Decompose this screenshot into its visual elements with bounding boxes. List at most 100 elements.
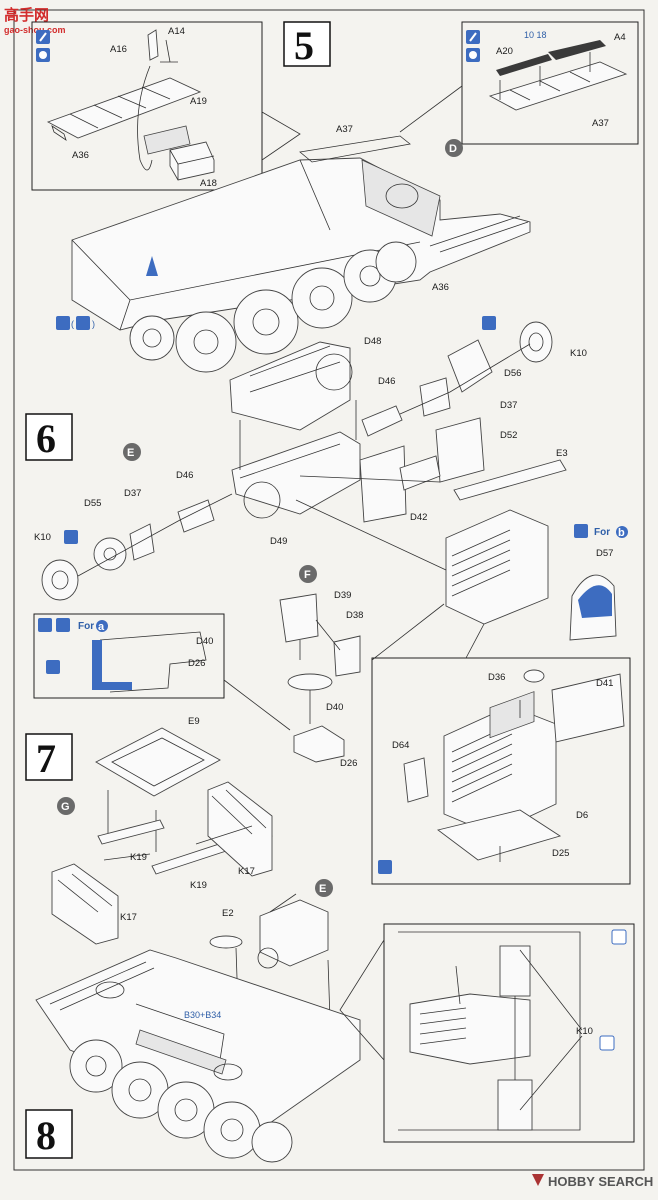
part-e2	[209, 935, 243, 949]
step-5: 5 A16 A14 A36 A19 A18	[31, 21, 639, 373]
step-7-number-box	[25, 733, 73, 781]
label-d37-left: D37	[124, 488, 141, 499]
label-d39: D39	[334, 590, 351, 601]
cement-icon	[599, 1035, 615, 1051]
cement-icon	[56, 618, 70, 632]
label-site_cn: 高手网	[4, 6, 49, 24]
part-engine-deck	[295, 499, 617, 641]
step-7: 7 G E9 K19 K19 K17 K17	[25, 716, 273, 945]
label-d40-inset: D40	[196, 636, 213, 647]
label-a16: A16	[110, 44, 127, 55]
for-b-badge	[616, 526, 628, 538]
label-paren_r: )	[92, 319, 95, 329]
step-5-number-box	[283, 21, 331, 67]
step-6: 6 E D48 K10 D56 D46 D37	[25, 316, 631, 885]
footer-brand: HOBBY SEARCH	[532, 1174, 653, 1189]
label-a18: A18	[200, 178, 217, 189]
for-a-badge	[96, 620, 108, 632]
left-final-drive-group	[41, 493, 233, 601]
part-d52-d42-e3	[299, 417, 567, 523]
part-k19-k17-frame	[51, 781, 273, 945]
for-a-label: For	[78, 621, 94, 632]
label-d36: D36	[488, 672, 505, 683]
label-a19: A19	[190, 96, 207, 107]
label-d52: D52	[500, 430, 517, 441]
label-k17-right: K17	[238, 866, 255, 877]
callout-engine	[371, 603, 485, 661]
label-e_lower: E	[319, 883, 326, 895]
step-5-hull	[71, 135, 531, 373]
callout-for-a	[223, 679, 291, 731]
label-d55: D55	[84, 498, 101, 509]
label-e_upper: E	[127, 447, 134, 459]
part-d39-d38-d40-d26	[279, 593, 361, 763]
label-site_url: gao-shou.com	[4, 25, 66, 35]
label-a36-left: A36	[72, 150, 89, 161]
tag-f	[299, 565, 317, 583]
step-8-inset	[383, 923, 635, 1143]
label-num-range: 10 18	[524, 30, 547, 40]
label-d42: D42	[410, 512, 427, 523]
inset-top-view	[398, 929, 627, 1131]
label-d25: D25	[552, 848, 569, 859]
step-6-number-box	[25, 413, 73, 461]
engine-detail-inset	[371, 657, 631, 885]
step-6-number: 6	[36, 416, 56, 461]
label-d26-inset: D26	[188, 658, 205, 669]
label-brand: HOBBY SEARCH	[548, 1174, 653, 1189]
label-g: G	[61, 801, 70, 813]
glue-icon	[378, 860, 392, 874]
label-k19-a: K19	[130, 852, 147, 863]
label-d56: D56	[504, 368, 521, 379]
glue-icon	[611, 929, 627, 945]
label-b30-b34: B30+B34	[184, 1010, 221, 1020]
step-5-inset-left	[31, 21, 263, 191]
step-8-number-box	[25, 1109, 73, 1159]
label-e9: E9	[188, 716, 200, 727]
label-a4: A4	[614, 32, 626, 43]
label-d57: D57	[596, 548, 613, 559]
tag-g	[57, 797, 75, 815]
label-a37-center: A37	[336, 124, 353, 135]
arrow-d48-d49	[239, 400, 357, 470]
label-d49: D49	[270, 536, 287, 547]
callout-step5-left	[261, 111, 301, 161]
label-k10-left: K10	[34, 532, 51, 543]
part-a36-ladder-left	[46, 77, 202, 141]
inset-right-icons	[466, 30, 480, 62]
label-d41: D41	[596, 678, 613, 689]
label-a37-right: A37	[592, 118, 609, 129]
tag-d	[445, 139, 463, 157]
for-b-label: For	[594, 527, 610, 538]
label-d64: D64	[392, 740, 409, 751]
part-e9-frame	[95, 727, 221, 797]
tag-e-lower	[315, 879, 333, 897]
label-d26: D26	[340, 758, 357, 769]
label-k17-left: K17	[120, 912, 137, 923]
paint-icon	[46, 660, 60, 674]
page-border	[13, 9, 645, 1171]
label-k10-right: K10	[570, 348, 587, 359]
callout-step5-right	[399, 85, 463, 133]
step-8-road-wheels	[69, 1039, 293, 1163]
label-d40: D40	[326, 702, 343, 713]
paint-icon	[482, 316, 496, 330]
label-a36-center: A36	[432, 282, 449, 293]
right-final-drive-group	[361, 316, 553, 437]
label-d48: D48	[364, 336, 381, 347]
site-watermark: 高手网 gao-shou.com	[4, 6, 66, 35]
inset-left-icons	[36, 30, 50, 62]
label-d46-left: D46	[176, 470, 193, 481]
label-a20: A20	[496, 46, 513, 57]
step-8-number: 8	[36, 1113, 56, 1158]
label-e3: E3	[556, 448, 568, 459]
glue-icon	[38, 618, 52, 632]
step-5-road-wheels	[129, 241, 417, 373]
part-d48-transmission-upper	[229, 341, 353, 431]
label-f: F	[304, 569, 311, 581]
engine-detail	[378, 669, 625, 874]
label-for_b_badge: b	[618, 527, 625, 539]
label-paren_l: (	[71, 319, 74, 329]
label-k10-step8: K10	[576, 1026, 593, 1037]
